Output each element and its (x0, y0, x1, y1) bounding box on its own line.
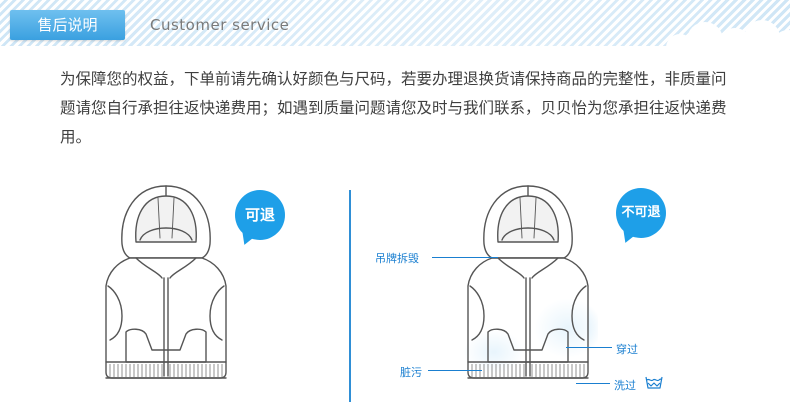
callout-tag-removed: 吊牌拆毁 (375, 252, 419, 265)
non-returnable-badge: 不可退 (616, 188, 666, 238)
cloud-icon (666, 20, 790, 46)
after-sales-notice: 为保障您的权益，下单前请先确认好颜色与尺码，若要办理退换货请保持商品的完整性，非… (60, 70, 727, 146)
section-tab: 售后说明 (10, 10, 125, 40)
callout-line-worn (566, 347, 612, 348)
returnable-badge: 可退 (235, 190, 285, 240)
callout-washed: 洗过 (614, 379, 636, 392)
header-band: 售后说明 Customer service (0, 0, 790, 46)
callout-line-stained (428, 370, 482, 371)
section-subtitle: Customer service (150, 16, 290, 34)
callout-line-tag-removed (432, 257, 498, 258)
washing-icon (645, 376, 663, 389)
callout-line-washed (576, 383, 610, 384)
callout-worn: 穿过 (616, 343, 638, 356)
vest-illustration-returnable (105, 185, 227, 379)
header-fade (0, 0, 790, 46)
vest-illustration-non-returnable (464, 185, 598, 379)
callout-stained: 脏污 (400, 366, 422, 379)
panel-divider (349, 190, 351, 402)
